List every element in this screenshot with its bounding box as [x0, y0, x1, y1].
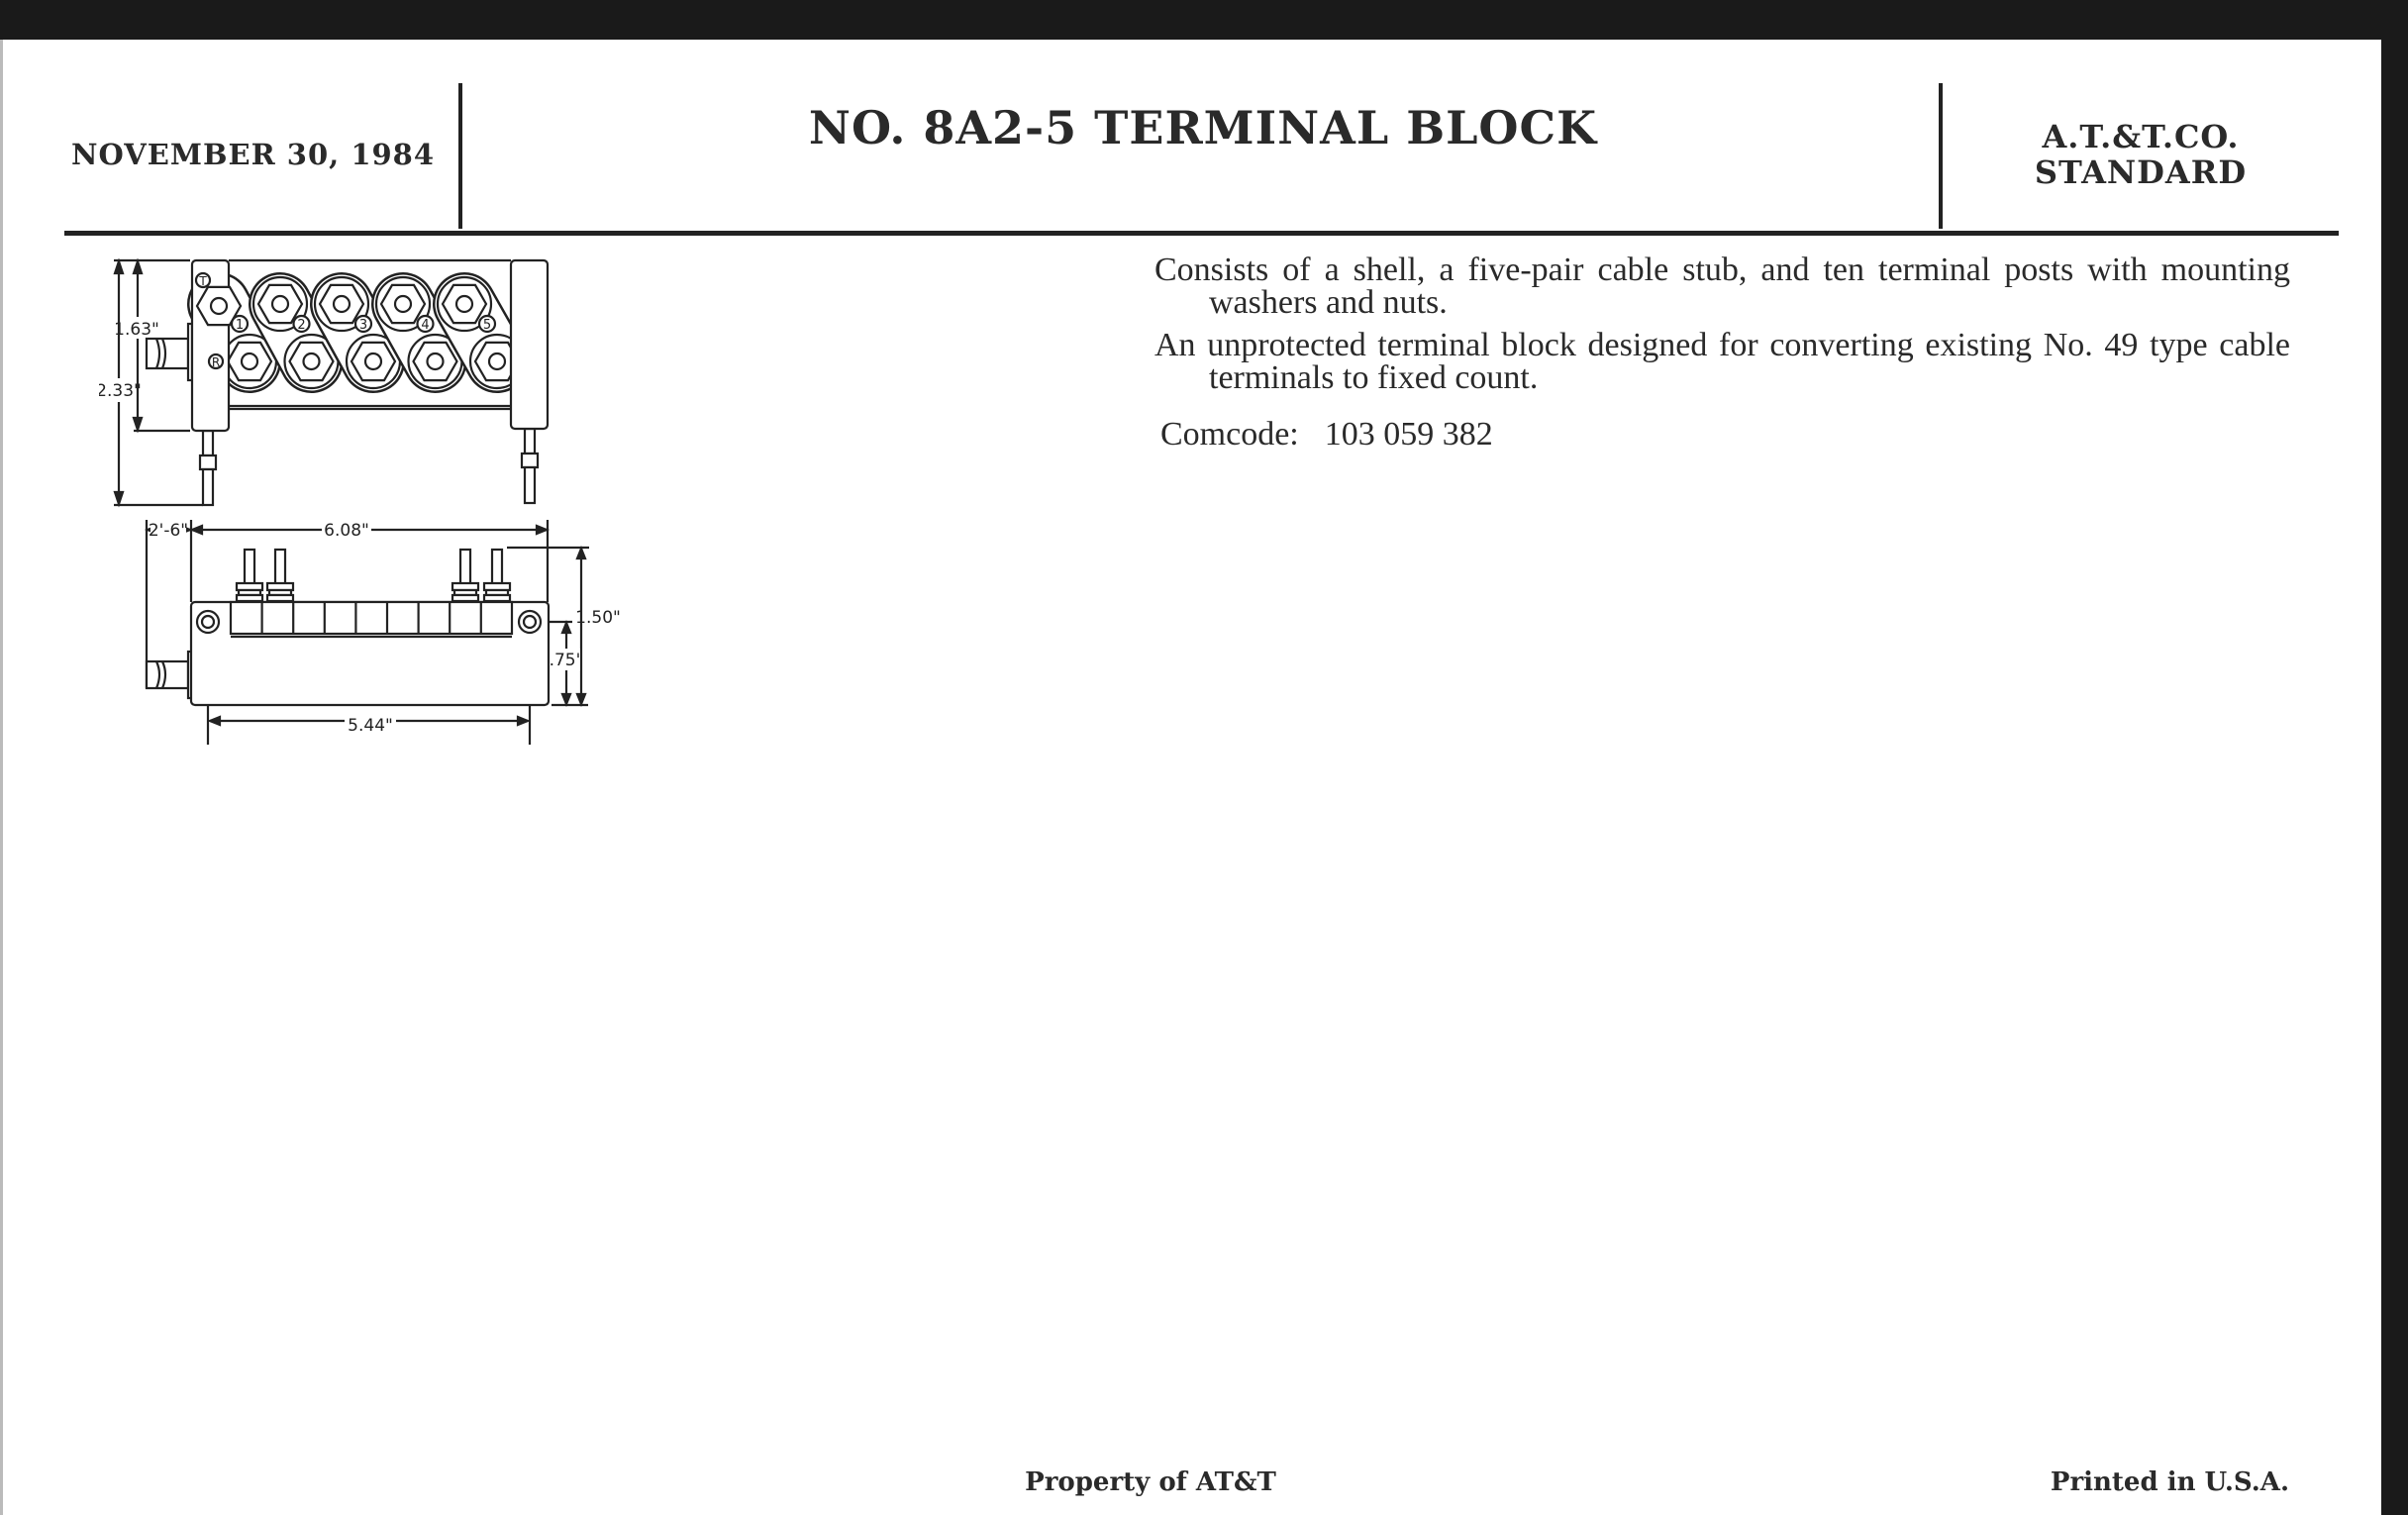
description: Consists of a shell, a five-pair cable s… [1154, 252, 2290, 453]
standard-mark: A.T.&T.CO. STANDARD [1945, 119, 2337, 190]
dim-height: 1.50" [575, 608, 621, 628]
side-cable-stub-icon [145, 650, 194, 700]
header-rule [64, 231, 2339, 236]
ring-label: R [212, 355, 220, 369]
footer-printed: Printed in U.S.A. [2050, 1467, 2289, 1497]
standard-line-2: STANDARD [2034, 153, 2248, 191]
dim-overall-length: 6.08" [324, 521, 369, 541]
footer-property: Property of AT&T [1025, 1467, 1276, 1497]
comcode: Comcode: 103 059 382 [1154, 416, 2290, 453]
scan-left-edge [0, 40, 3, 1515]
terminal-nut-icon [436, 275, 493, 333]
description-paragraph: An unprotected terminal block designed f… [1154, 327, 2290, 396]
terminal-nut-icon [374, 275, 432, 333]
issue-date: NOVEMBER 30, 1984 [71, 138, 436, 171]
comcode-label: Comcode: [1160, 416, 1299, 453]
mounting-legs [198, 427, 540, 507]
pair-label: 5 [483, 318, 491, 333]
side-view: 2'-6" 6.08" 5.44" 1.50" .75" [145, 520, 621, 745]
terminal-post-icon [265, 548, 295, 603]
mounting-hole-right [517, 609, 543, 635]
mounting-hole-left [195, 609, 221, 635]
scan-top-border [0, 0, 2408, 40]
header-divider-right [1939, 83, 1943, 229]
top-view: 2.33" 1.63" T R 1 2 3 4 5 [99, 257, 550, 508]
dim-mounting-centers: 5.44" [348, 716, 393, 736]
dim-mount-height: .75" [550, 651, 584, 670]
comcode-value: 103 059 382 [1324, 416, 1493, 453]
header-divider-left [458, 83, 462, 229]
terminal-pair [371, 272, 467, 393]
standard-line-1: A.T.&T.CO. [2042, 118, 2240, 155]
right-end-block [509, 258, 550, 431]
terminal-pair [310, 272, 405, 393]
dim-overall-height: 2.33" [99, 381, 142, 401]
cable-stub-icon [145, 322, 194, 382]
dim-body-height: 1.63" [114, 320, 159, 340]
scan-right-border [2381, 0, 2408, 1515]
terminal-nut-icon [313, 275, 370, 333]
terminal-nut-icon [283, 333, 340, 390]
dim-lines-top [113, 257, 203, 508]
pair-label: 2 [297, 318, 305, 333]
tip-label: T [198, 274, 207, 288]
terminal-pair [249, 272, 344, 393]
dim-stub-length: 2'-6" [149, 521, 188, 541]
terminal-post-icon [482, 548, 512, 603]
pair-label: 1 [236, 318, 244, 333]
terminal-post-icon [451, 548, 480, 603]
pair-label: 3 [359, 318, 367, 333]
terminal-nut-icon [195, 285, 243, 327]
page-title: NO. 8A2-5 TERMINAL BLOCK [808, 101, 1598, 154]
terminal-post-icon [235, 548, 264, 603]
description-paragraph: Consists of a shell, a five-pair cable s… [1154, 252, 2290, 321]
terminal-nut-icon [345, 333, 402, 390]
pair-label: 4 [421, 318, 429, 333]
terminal-nut-icon [251, 275, 309, 333]
terminal-block-drawing: 2.33" 1.63" T R 1 2 3 4 5 [99, 257, 621, 745]
